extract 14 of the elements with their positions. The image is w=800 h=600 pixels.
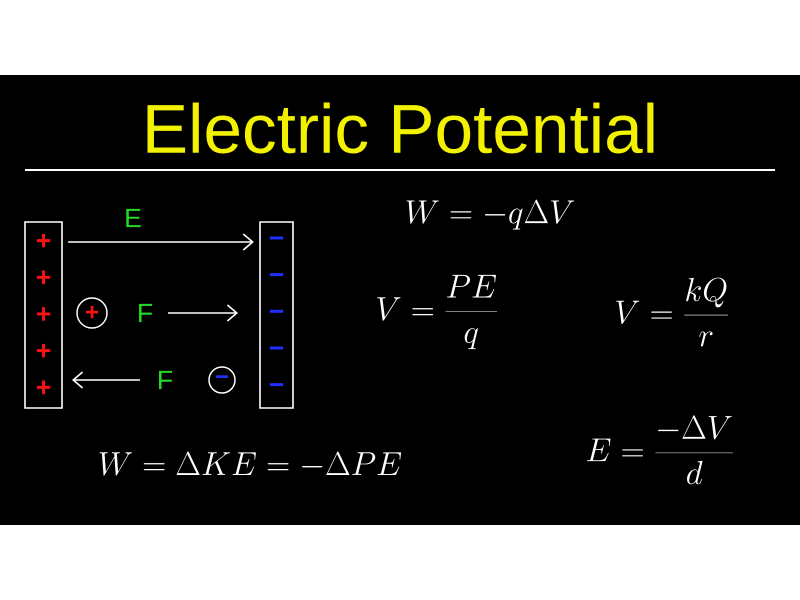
equation: $W = \Delta KE = -\Delta PE$ [100,452,402,476]
force-label: F [159,370,172,390]
equation: $V = \frac{PE}{q}$ [377,274,497,350]
edge-label: E [126,208,141,228]
positive-plate: + + + + + [24,221,63,409]
equation: $V = \frac{kQ}{r}$ [616,278,728,346]
force-label: F [139,304,152,322]
title: Electric Potential [148,102,654,154]
negative-plate: − − − − − [259,221,294,409]
equation: $E = \frac{-\Delta V}{d}$ [587,415,733,484]
positive-charge: + [76,297,108,329]
field-arrow [68,233,254,251]
negative-charge: − [208,366,236,394]
equation: $W = -q\Delta V$ [406,200,574,230]
